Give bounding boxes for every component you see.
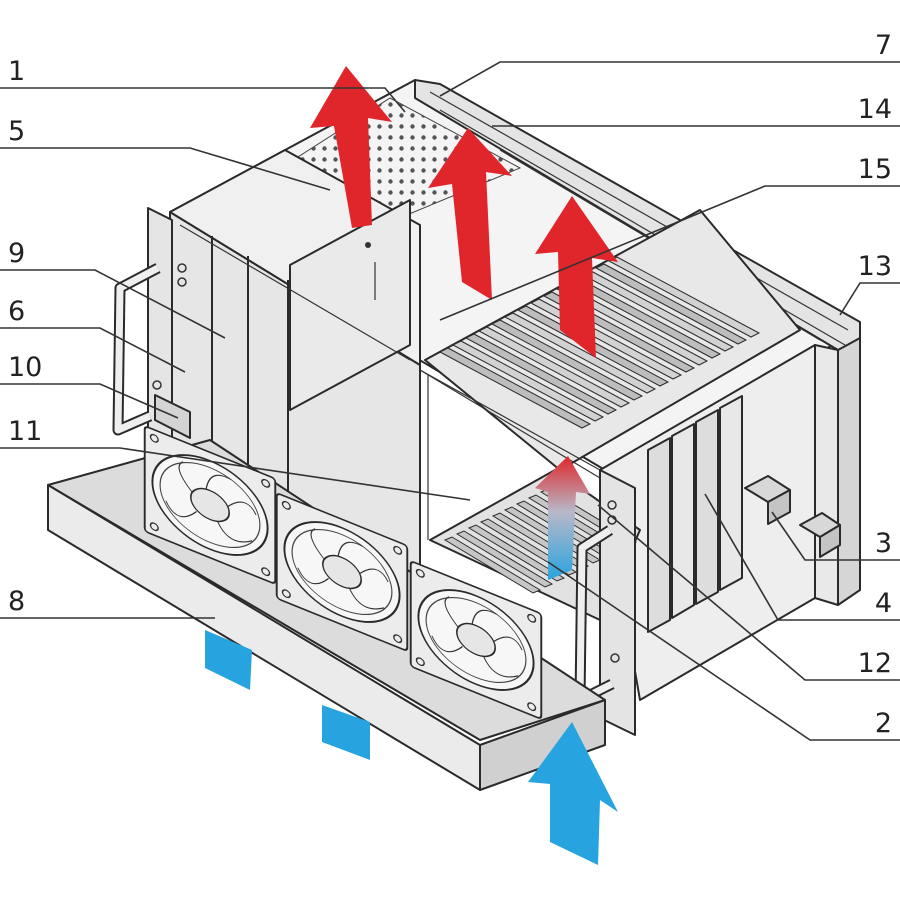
connector-blocks xyxy=(744,475,841,558)
fan-drawer-front-lip xyxy=(479,699,606,791)
callout-6: 6 xyxy=(8,296,25,327)
vertical-cards xyxy=(647,395,743,633)
hot-air-arrow-icon xyxy=(310,66,392,228)
airflow xyxy=(205,66,618,865)
card-slot xyxy=(594,263,748,345)
card-slot xyxy=(503,312,657,394)
card-slot xyxy=(451,340,605,422)
callout-14: 14 xyxy=(858,94,892,125)
callout-4: 4 xyxy=(875,588,892,619)
callout-leaders xyxy=(0,61,900,741)
fan-drawer xyxy=(47,424,606,791)
callout-5: 5 xyxy=(8,116,25,147)
callout-3: 3 xyxy=(875,528,892,559)
callout-11: 11 xyxy=(8,416,42,447)
callout-8: 8 xyxy=(8,586,25,617)
hot-air-arrow-icon xyxy=(428,128,512,300)
callout-9: 9 xyxy=(8,238,25,269)
callout-2: 2 xyxy=(875,708,892,739)
callout-10: 10 xyxy=(8,352,42,383)
cool-air-arrow-icon xyxy=(528,722,618,865)
mixed-air-arrow-icon xyxy=(535,456,590,580)
cool-air-arrow-icon xyxy=(322,705,370,760)
card-slots xyxy=(438,256,761,429)
card-cage xyxy=(424,209,801,471)
rear-right-frame xyxy=(814,344,839,606)
card-slot xyxy=(443,536,542,594)
card-slot xyxy=(455,530,554,588)
callout-12: 12 xyxy=(858,648,892,679)
callout-13: 13 xyxy=(858,251,892,282)
right-side-panel xyxy=(837,337,861,606)
callout-7: 7 xyxy=(875,30,892,61)
callout-labels: 1 5 9 6 10 11 8 7 14 15 13 3 4 12 2 xyxy=(8,30,892,739)
card-slot xyxy=(438,347,592,429)
callout-15: 15 xyxy=(858,154,892,185)
right-rack-ear xyxy=(599,469,636,736)
chassis xyxy=(112,79,861,736)
hot-air-arrow-icon xyxy=(535,196,618,358)
cool-air-arrow-icon xyxy=(205,630,252,690)
card-slot xyxy=(490,319,644,401)
card-slot xyxy=(467,524,566,582)
card-slot xyxy=(464,333,618,415)
card-slot xyxy=(477,326,631,408)
callout-1: 1 xyxy=(8,56,25,87)
lower-cage-floor xyxy=(429,469,641,621)
front-latch xyxy=(154,394,191,439)
